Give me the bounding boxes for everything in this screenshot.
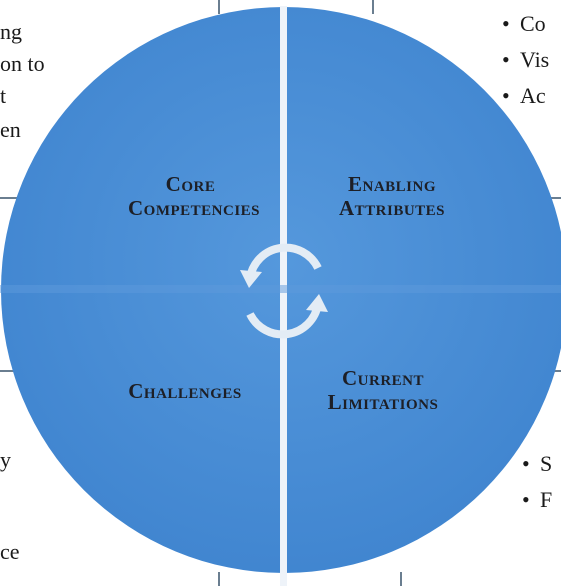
right-bullet-text-1: Co [520, 11, 546, 36]
quadrant-label-line: Core [165, 172, 216, 196]
bullet-dot: • [502, 11, 510, 36]
left-text-fragment-1: ng [0, 19, 22, 44]
cycle-arrowhead-top [240, 270, 262, 288]
right-bullet-item-5: •F [522, 486, 552, 514]
quadrant-label-line: Attributes [338, 196, 446, 220]
frame-line-bottom-left [218, 572, 220, 586]
right-bullet-text-4: S [540, 451, 553, 476]
bullet-dot: • [502, 47, 510, 72]
quadrant-label-line: Competencies [128, 196, 261, 220]
bullet-dot: • [502, 83, 510, 108]
horizontal-divider-shadow [0, 285, 561, 293]
quadrant-label-line: Current [341, 366, 424, 390]
quadrant-label-challenges: Challenges [100, 379, 270, 403]
frame-line-top-right [372, 0, 374, 14]
quadrant-label-line: Limitations [327, 390, 439, 414]
left-text-fragment-4: en [0, 117, 21, 142]
quadrant-label-current-limitations: Current Limitations [306, 366, 460, 414]
right-bullet-item-1: • Co [502, 10, 546, 38]
left-text-fragment-3: t [0, 83, 7, 108]
quadrant-label-enabling-attributes: Enabling Attributes [318, 172, 466, 220]
left-text-fragment-6: ce [0, 539, 20, 564]
right-bullet-item-4: •S [522, 450, 552, 478]
right-bullet-item-3: • Ac [502, 82, 546, 110]
vertical-divider [280, 6, 287, 586]
left-text-fragment-2: on to [0, 51, 45, 76]
frame-line-bottom-right [400, 572, 402, 586]
quadrant-label-line: Enabling [347, 172, 437, 196]
left-text-fragment-5: y [0, 447, 11, 472]
right-bullet-text-5: F [540, 487, 553, 512]
bullet-dot: • [522, 487, 530, 512]
right-bullet-text-3: Ac [520, 83, 546, 108]
cycle-arrowhead-bottom [306, 294, 328, 312]
right-bullet-item-2: • Vis [502, 46, 549, 74]
circular-arrows-icon [246, 243, 322, 339]
quadrant-label-line: Challenges [128, 379, 242, 403]
right-bullet-text-2: Vis [520, 47, 550, 72]
bullet-dot: • [522, 451, 530, 476]
quadrant-label-core-competencies: Core Competencies [128, 172, 261, 220]
frame-line-left-upper [0, 197, 28, 199]
frame-line-top-left [218, 0, 220, 14]
